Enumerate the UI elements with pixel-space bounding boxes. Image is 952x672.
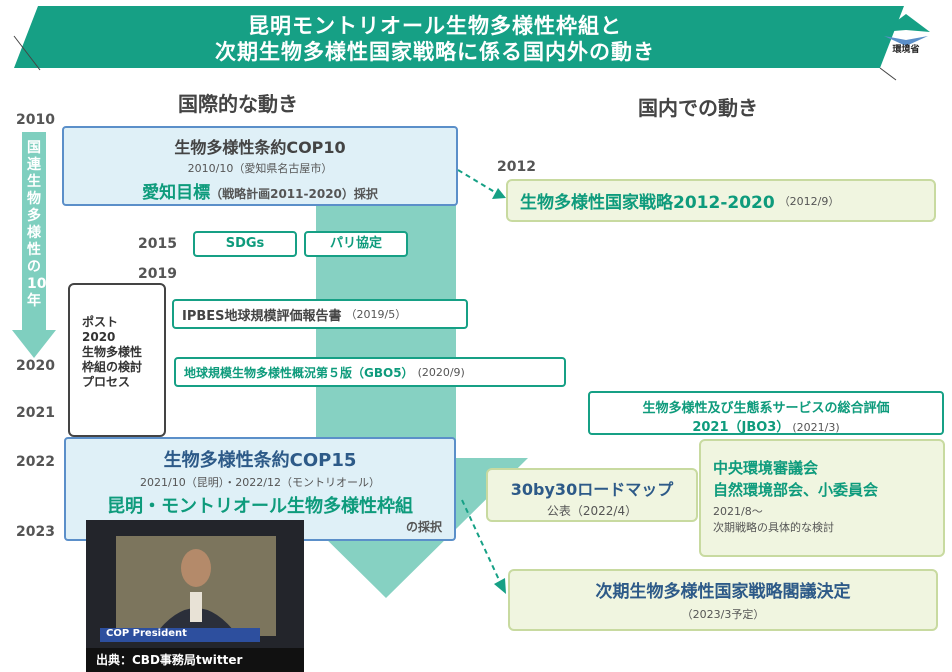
dashed-arrow-cop10 [457,169,499,195]
header-accent-right [879,67,897,81]
year-2019: 2019 [138,266,177,282]
roadmap-sub: 公表（2022/4） [546,504,638,518]
cop-president-photo: COP President 出典：CBD事務局twitter [86,520,304,672]
roadmap-box: 30by30ロードマップ 公表（2022/4） [486,468,698,522]
year-2015: 2015 [138,236,177,252]
year-2012: 2012 [497,159,536,175]
next-nbsap-title: 次期生物多様性国家戦略閣議決定 [595,582,851,602]
nbsap2012-box: 生物多様性国家戦略2012-2020（2012/9） [506,179,936,222]
nbsap2012-date: （2012/9） [778,194,840,208]
international-heading: 国際的な動き [178,92,298,116]
cop10-title: 生物多様性条約COP10 [174,138,346,157]
year-2022: 2022 [16,454,55,470]
cop10-date: 2010/10（愛知県名古屋市） [187,162,333,175]
header-title-line1: 昆明モントリオール生物多様性枠組と [248,14,622,38]
header-accent-left [13,35,41,71]
ministry-label: 環境省 [892,45,920,55]
kmgbf-adopt: の採択 [405,520,442,534]
council-box: 中央環境審議会 自然環境部会、小委員会 2021/8～ 次期戦略の具体的な検討 [699,439,945,557]
next-nbsap-box: 次期生物多様性国家戦略閣議決定 （2023/3予定） [508,569,938,631]
photo-banner-text: COP President [106,628,187,639]
ministry-logo-shape [882,14,930,32]
ipbes-title: IPBES地球規模評価報告書 [182,308,342,324]
post2020-box: ポスト 2020 生物多様性 枠組の検討 プロセス [68,283,166,437]
aichi-target-sub: （戦略計画2011-2020）採択 [210,187,378,201]
photo-image [86,520,304,672]
council-line1: 中央環境審議会 [713,459,819,477]
ipbes-box: IPBES地球規模評価報告書（2019/5） [172,299,468,329]
roadmap-title: 30by30ロードマップ [510,480,674,499]
photo-person-head [181,549,211,587]
header-title-line2: 次期生物多様性国家戦略に係る国内外の動き [215,40,655,64]
sdgs-box: SDGs [193,231,297,257]
arrow-head-cop15 [494,578,506,594]
council-line4: 次期戦略の具体的な検討 [713,521,834,534]
header-banner [14,6,904,68]
council-line2: 自然環境部会、小委員会 [713,481,879,499]
photo-banner [100,628,260,642]
dashed-arrow-cop15 [461,499,501,583]
cop15-title: 生物多様性条約COP15 [163,450,357,471]
cop10-box: 生物多様性条約COP10 2010/10（愛知県名古屋市） 愛知目標（戦略計画2… [62,126,458,206]
un-decade-arrow [12,132,56,358]
year-2021: 2021 [16,405,55,421]
jbo3-line2: 2021（JBO3） [692,420,790,435]
aichi-target: 愛知目標 [142,183,211,203]
gbo5-title: 地球規模生物多様性概況第５版（GBO5） [184,365,414,380]
jbo3-line1: 生物多様性及び生態系サービスの総合評価 [642,401,890,416]
domestic-heading: 国内での動き [638,96,758,120]
jbo3-box: 生物多様性及び生態系サービスの総合評価 2021（JBO3）(2021/3) [588,391,944,435]
gbo5-box: 地球規模生物多様性概況第５版（GBO5）(2020/9) [174,357,566,387]
kmgbf-title: 昆明・モントリオール生物多様性枠組 [107,496,413,517]
paris-box: パリ協定 [304,231,408,257]
arrow-head-cop10 [492,188,506,199]
year-2023: 2023 [16,524,55,540]
nbsap2012-title: 生物多様性国家戦略2012-2020 [520,193,775,213]
ipbes-date: （2019/5） [345,308,407,321]
gbo5-date: (2020/9) [417,365,465,379]
jbo3-date: (2021/3) [792,421,840,434]
council-line3: 2021/8～ [713,505,763,518]
year-2010: 2010 [16,112,55,128]
year-2020: 2020 [16,358,55,374]
next-nbsap-date: （2023/3予定） [681,608,765,621]
un-decade-label: 国連生物多様性の10年 [27,140,47,309]
photo-caption: 出典：CBD事務局twitter [96,653,243,667]
cop15-date: 2021/10（昆明）・2022/12（モントリオール） [140,476,380,489]
